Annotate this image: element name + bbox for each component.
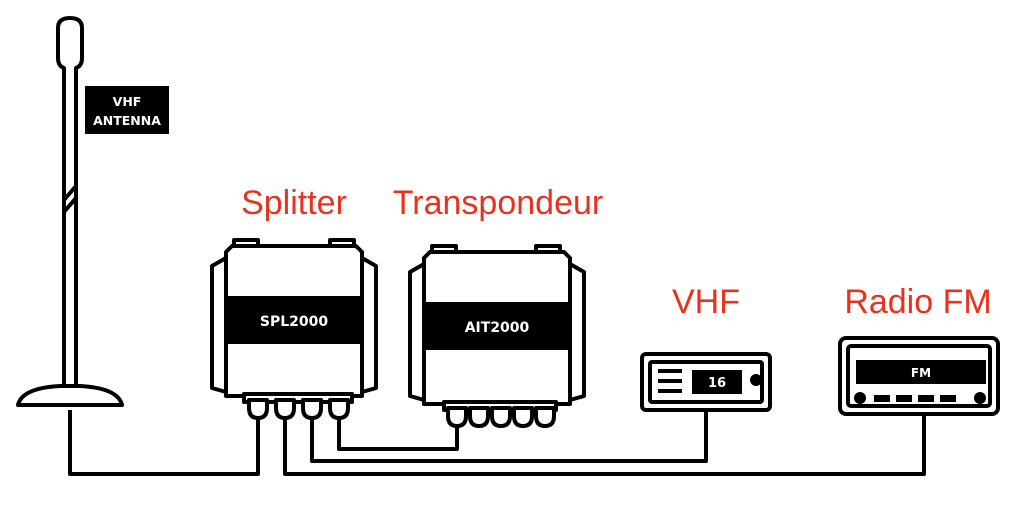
splitter-port-4	[328, 398, 350, 420]
radio-title: Radio FM	[844, 283, 991, 321]
radio-preset-2	[896, 395, 912, 402]
radio-display-text: FM	[911, 366, 931, 380]
radio-display	[856, 360, 986, 384]
radio-preset-1	[874, 395, 890, 402]
cable-splitter-to-radio-fm	[283, 410, 926, 476]
radio-knob-right	[974, 392, 986, 404]
transponder-right-bracket	[568, 262, 586, 402]
splitter-unit: Splitter SPL2000	[210, 184, 378, 420]
transponder-left-bracket	[408, 262, 426, 402]
vhf-antenna: VHF ANTENNA	[16, 16, 169, 407]
cables	[68, 410, 926, 476]
transponder-title: Transpondeur	[393, 184, 603, 222]
vhf-knob	[750, 374, 762, 386]
transponder-port-3	[490, 406, 512, 428]
cable-antenna-to-splitter	[68, 410, 260, 476]
radio-knob-left	[854, 392, 866, 404]
cable-splitter-to-transponder	[337, 410, 459, 451]
transponder-port-5	[534, 406, 556, 428]
splitter-port-2	[274, 398, 296, 420]
antenna-base	[16, 384, 124, 407]
antenna-label-plate	[85, 86, 169, 134]
splitter-left-bracket	[210, 256, 228, 394]
splitter-title: Splitter	[241, 184, 347, 222]
splitter-port-3	[301, 398, 323, 420]
splitter-port-1	[247, 398, 269, 420]
splitter-connector-strip	[242, 392, 354, 404]
radio-preset-3	[918, 395, 934, 402]
antenna-joint	[62, 184, 78, 214]
transponder-port-1	[446, 406, 468, 428]
vhf-title: VHF	[672, 283, 740, 321]
transponder-unit: Transpondeur AIT2000	[393, 184, 603, 428]
radio-fm-unit: Radio FM FM	[838, 283, 1000, 416]
transponder-model: AIT2000	[465, 320, 530, 336]
radio-preset-4	[940, 395, 956, 402]
vhf-channel-display	[692, 370, 742, 394]
antenna-label-line2: ANTENNA	[93, 113, 161, 128]
transponder-model-band	[426, 302, 568, 350]
splitter-model: SPL2000	[260, 314, 328, 330]
vhf-speaker-grille	[658, 369, 682, 393]
vhf-radio-unit: VHF 16	[640, 283, 772, 412]
transponder-port-2	[468, 406, 490, 428]
splitter-model-band	[228, 296, 360, 344]
splitter-right-bracket	[360, 256, 378, 394]
transponder-port-4	[512, 406, 534, 428]
antenna-label-line1: VHF	[113, 94, 142, 109]
cable-splitter-to-vhf	[310, 410, 708, 463]
vhf-channel: 16	[708, 376, 726, 391]
